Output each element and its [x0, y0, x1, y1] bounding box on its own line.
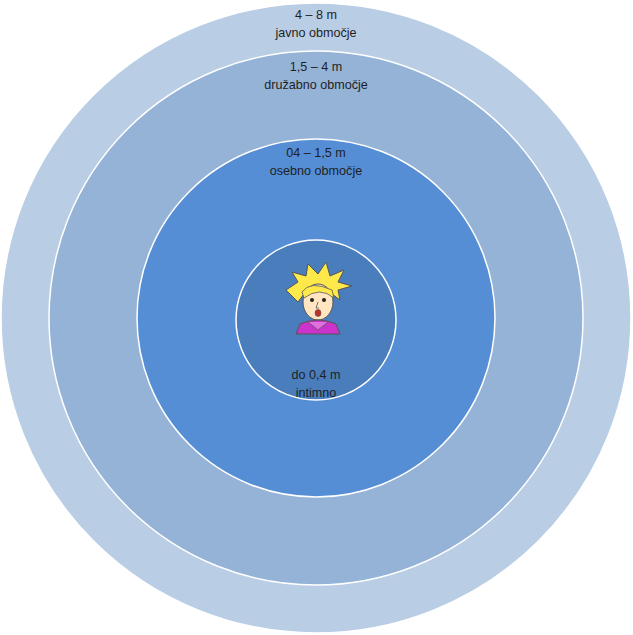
zone-fill — [1, 3, 631, 633]
zone-name: javno območje — [0, 24, 632, 42]
zone-fill — [137, 139, 495, 497]
zone-label: 04 – 1,5 mosebno območje — [136, 144, 496, 180]
zone-name: družabno območje — [48, 76, 584, 94]
distance-range: 4 – 8 m — [0, 6, 632, 24]
distance-range: 1,5 – 4 m — [48, 58, 584, 76]
zone-name: osebno območje — [136, 162, 496, 180]
person-illustration — [280, 260, 356, 336]
zone-label: 4 – 8 mjavno območje — [0, 6, 632, 42]
distance-range: do 0,4 m — [235, 366, 397, 384]
zone-label: 1,5 – 4 mdružabno območje — [48, 58, 584, 94]
zone-label: do 0,4 mintimno — [235, 366, 397, 402]
distance-range: 04 – 1,5 m — [136, 144, 496, 162]
zone-fill — [49, 51, 583, 585]
zone-fill — [236, 240, 396, 400]
zone-name: intimno — [235, 384, 397, 402]
